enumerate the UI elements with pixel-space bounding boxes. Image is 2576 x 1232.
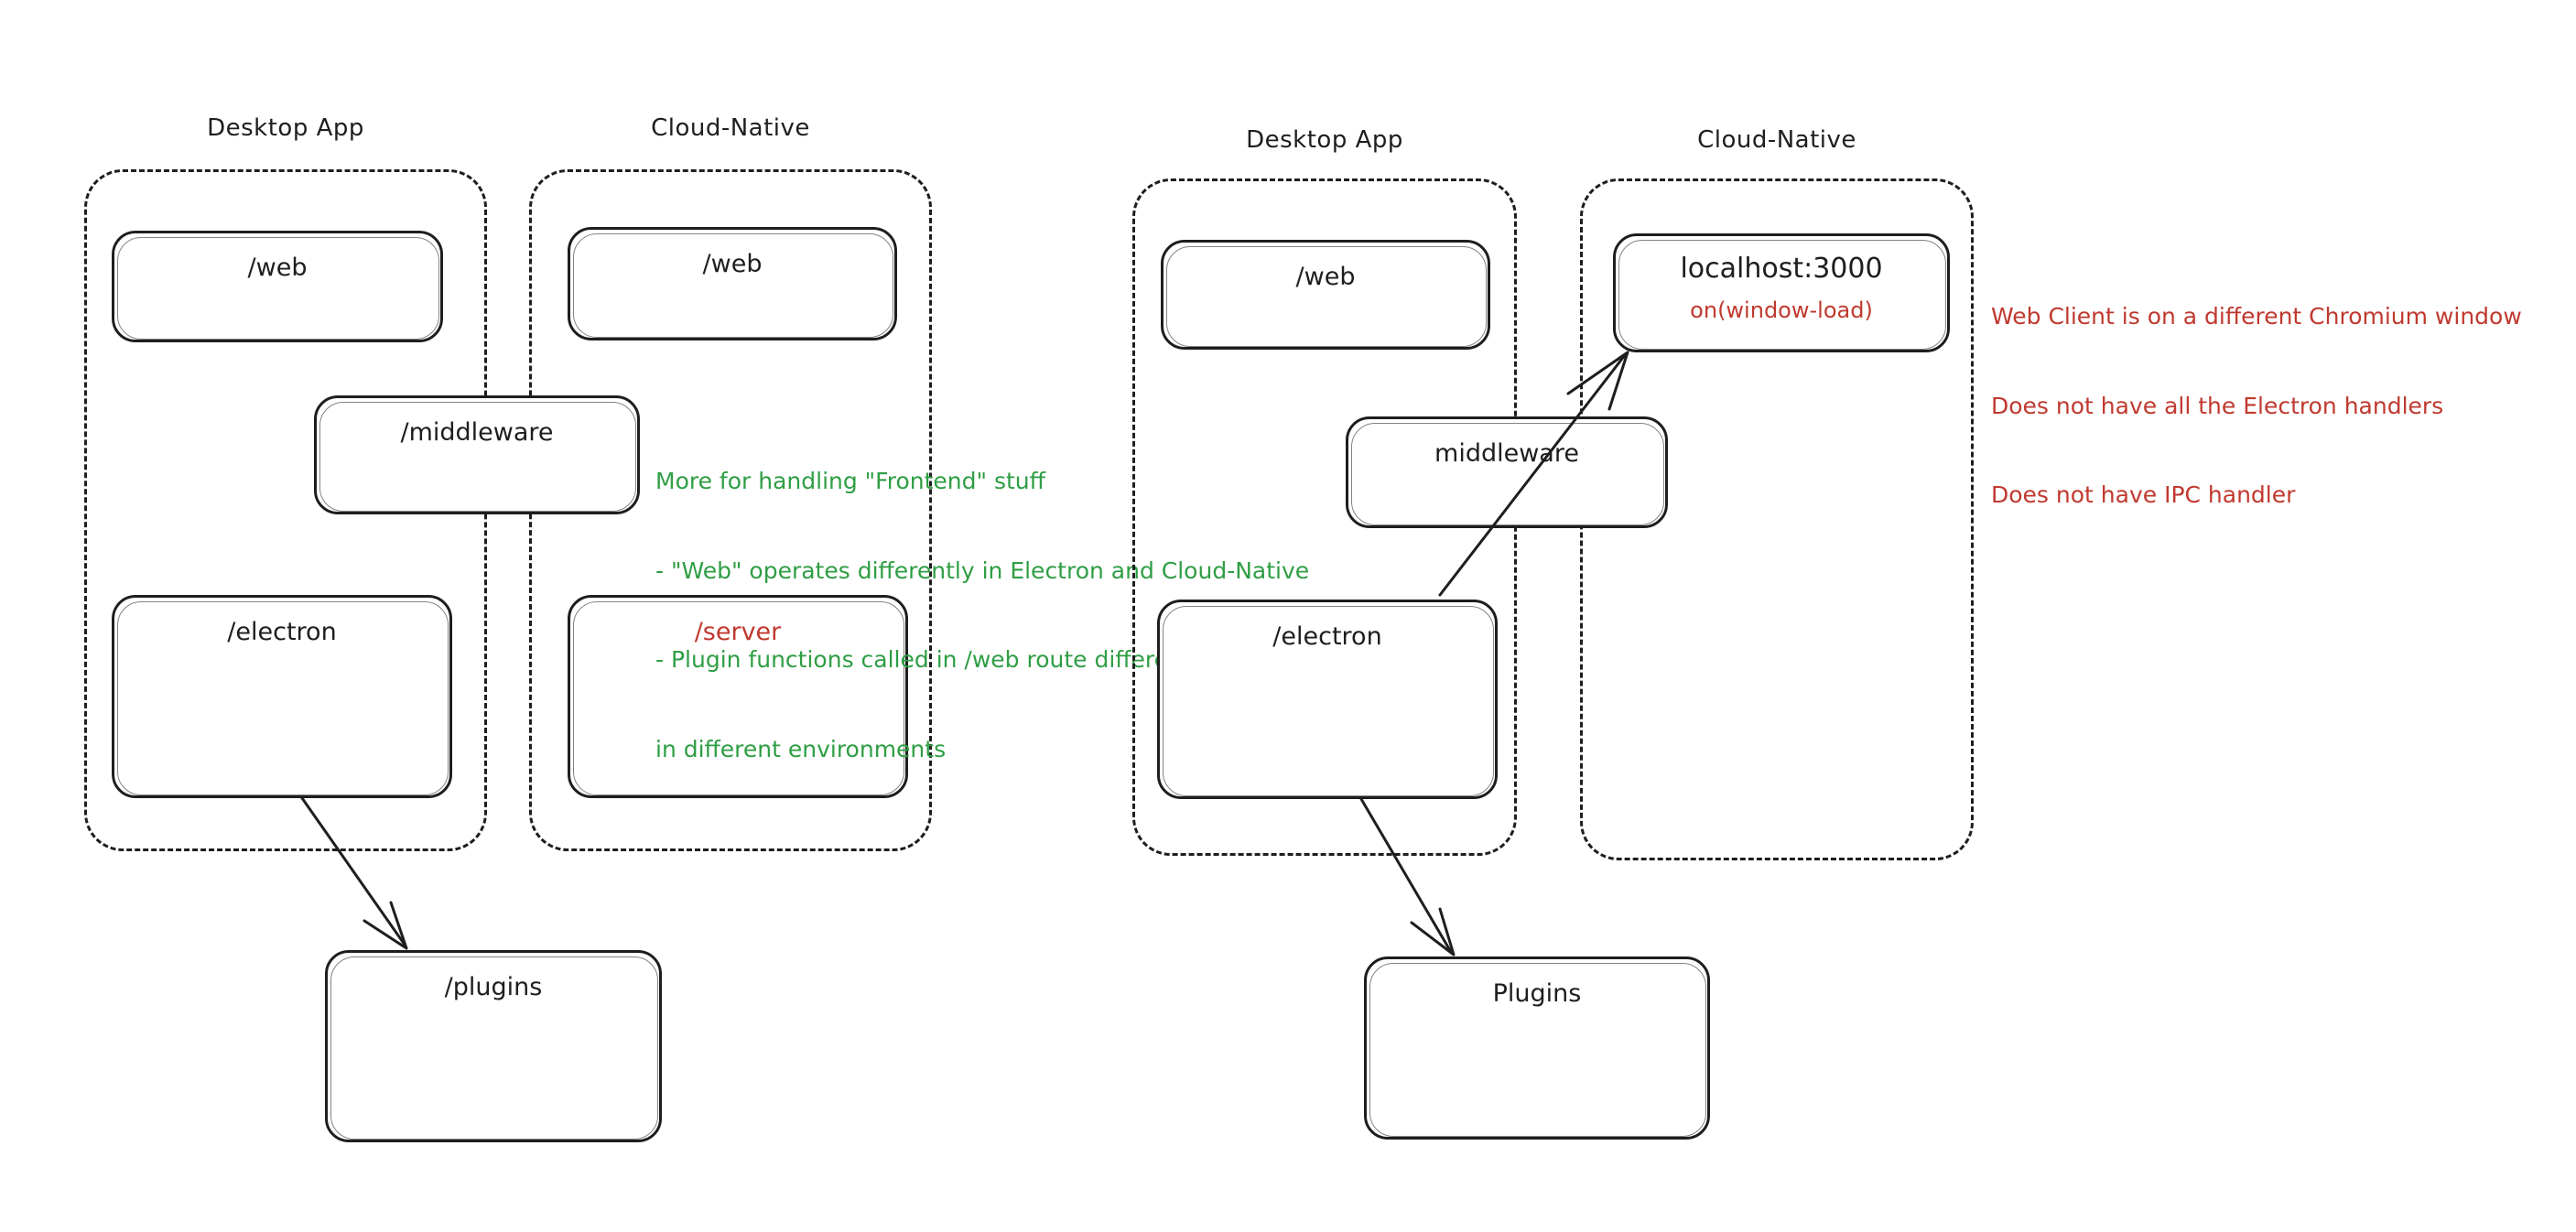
node-right-middleware[interactable]: middleware [1346, 416, 1668, 528]
group-right-cloud-native-label: Cloud-Native [1697, 126, 1856, 154]
node-left-desktop-web-label: /web [247, 254, 308, 282]
node-right-plugins-label: Plugins [1492, 979, 1582, 1008]
node-left-plugins[interactable]: /plugins [325, 950, 662, 1142]
node-right-localhost[interactable]: localhost:3000 on(window-load) [1613, 233, 1950, 352]
node-right-electron-label: /electron [1272, 622, 1382, 651]
annotation-red-web-client: Web Client is on a different Chromium wi… [1991, 243, 2522, 570]
node-left-desktop-web[interactable]: /web [112, 231, 443, 342]
annotation-green-frontend: More for handling "Frontend" stuff - "We… [655, 407, 1309, 824]
node-left-cloud-web-label: /web [702, 250, 763, 278]
node-left-cloud-web[interactable]: /web [568, 227, 897, 340]
annotation-green-line-3: - Plugin functions called in /web route … [655, 646, 1212, 673]
node-right-localhost-sublabel: on(window-load) [1690, 297, 1873, 323]
node-left-electron-label: /electron [227, 618, 337, 646]
node-right-localhost-label: localhost:3000 [1680, 253, 1883, 285]
annotation-red-line-1: Web Client is on a different Chromium wi… [1991, 303, 2522, 330]
node-right-middleware-label: middleware [1434, 439, 1579, 468]
group-right-desktop-app-label: Desktop App [1246, 126, 1403, 154]
annotation-red-line-2: Does not have all the Electron handlers [1991, 392, 2444, 419]
group-left-cloud-native-label: Cloud-Native [651, 114, 810, 142]
annotation-red-line-3: Does not have IPC handler [1991, 481, 2296, 508]
node-right-plugins[interactable]: Plugins [1364, 956, 1710, 1140]
node-left-server-label: /server [694, 618, 782, 646]
group-left-desktop-app-label: Desktop App [207, 114, 364, 142]
node-right-desktop-web[interactable]: /web [1161, 240, 1490, 350]
node-right-electron[interactable]: /electron [1157, 600, 1498, 799]
node-left-electron[interactable]: /electron [112, 595, 452, 798]
node-left-server[interactable]: /server [568, 595, 908, 798]
annotation-green-line-4: in different environments [655, 735, 947, 762]
annotation-green-line-2: - "Web" operates differently in Electron… [655, 557, 1310, 584]
node-right-desktop-web-label: /web [1295, 263, 1356, 291]
node-left-plugins-label: /plugins [444, 973, 543, 1001]
node-left-middleware[interactable]: /middleware [314, 395, 640, 514]
annotation-green-line-1: More for handling "Frontend" stuff [655, 468, 1045, 494]
node-left-middleware-label: /middleware [400, 418, 554, 447]
